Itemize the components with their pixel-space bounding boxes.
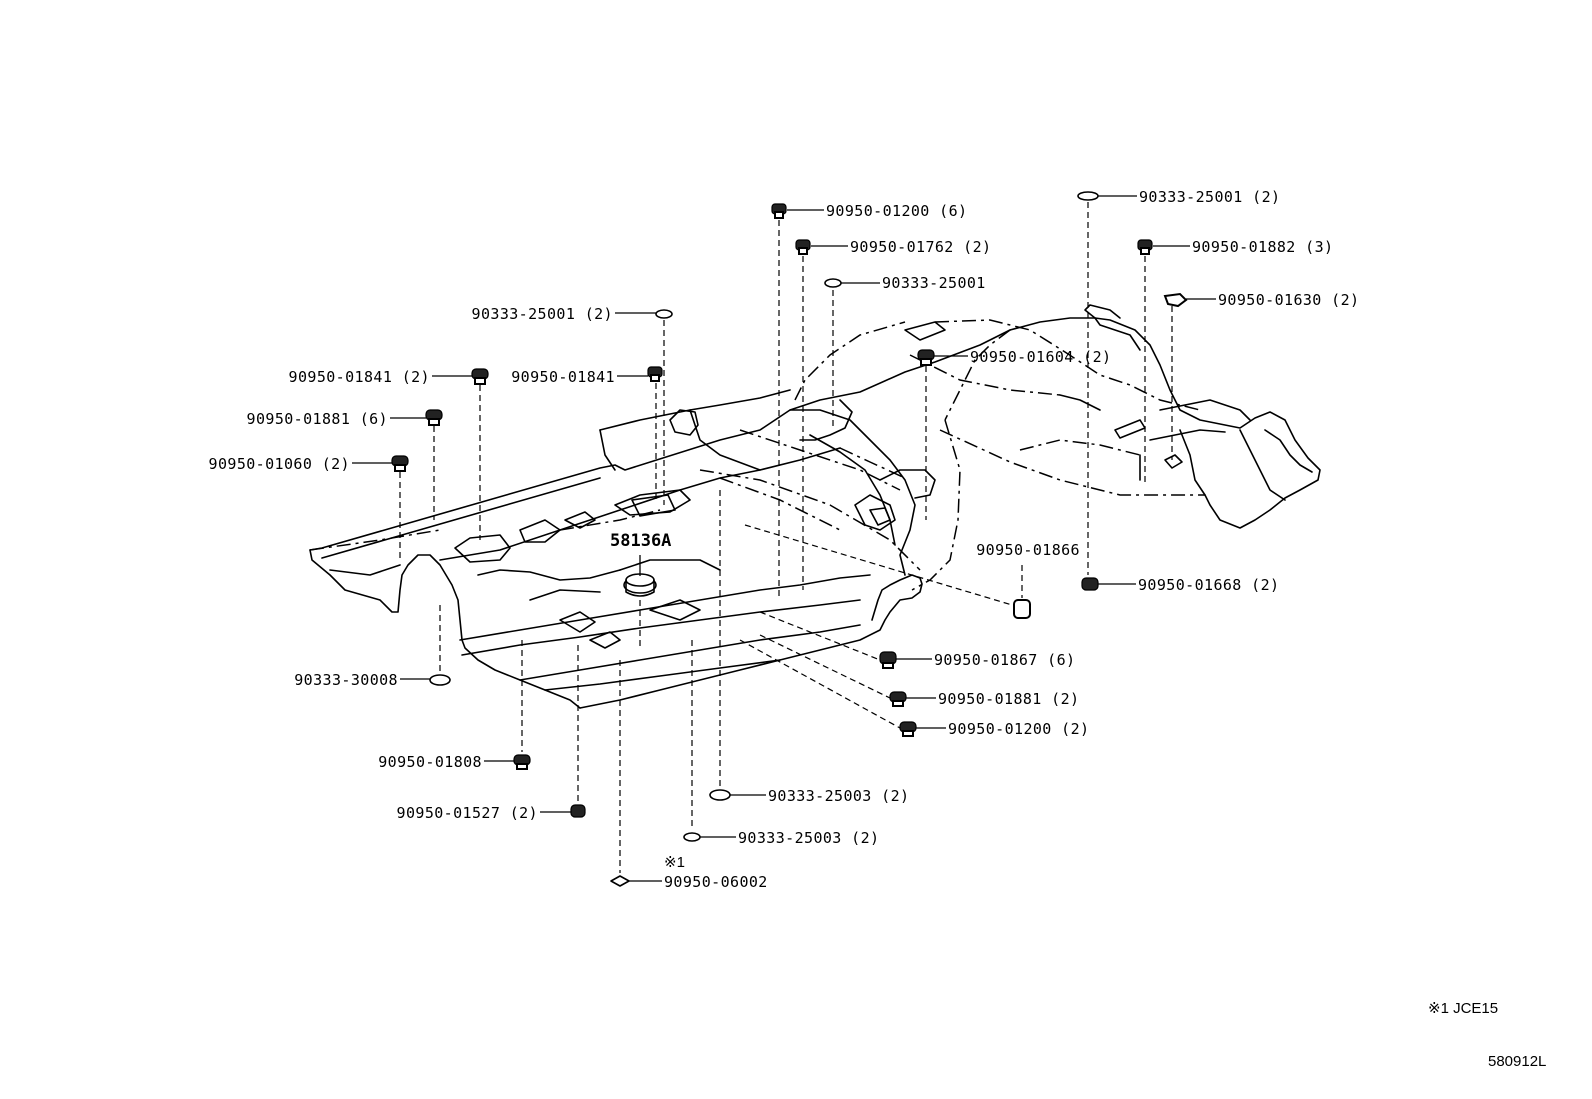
plug-icon — [655, 309, 673, 319]
part-label[interactable]: 90333-25003 (2) — [738, 829, 879, 847]
fasteners — [391, 191, 1188, 887]
clip-icon — [1137, 239, 1153, 255]
plug-icon — [610, 875, 630, 887]
clip-icon — [391, 455, 409, 472]
plug-icon — [429, 674, 451, 686]
clip-icon — [570, 804, 586, 818]
part-label[interactable]: 90950-01630 (2) — [1218, 291, 1359, 309]
footnote: ※1 JCE15 — [1428, 1000, 1498, 1017]
leader-lines — [352, 195, 1216, 882]
part-label[interactable]: 90950-01060 (2) — [209, 455, 350, 473]
floor-pan-outline — [309, 304, 1321, 709]
part-label[interactable]: 90950-01881 (6) — [247, 410, 388, 428]
part-label[interactable]: 90333-25001 — [882, 274, 986, 292]
drop-lines — [399, 202, 1173, 873]
plug-icon — [683, 832, 701, 842]
clip-icon — [879, 651, 897, 669]
clip-icon — [889, 691, 907, 707]
clip-icon — [471, 368, 489, 385]
part-label[interactable]: 90333-25001 (2) — [472, 305, 613, 323]
plug-icon — [709, 789, 731, 801]
figure-id: 580912L — [1488, 1053, 1546, 1070]
clip-icon — [425, 409, 443, 426]
clip-icon — [899, 721, 917, 737]
clip-icon — [1013, 599, 1031, 619]
clip-icon — [513, 754, 531, 770]
clip-icon — [647, 366, 663, 382]
plug-icon — [824, 278, 842, 288]
part-label[interactable]: 90950-01841 (2) — [289, 368, 430, 386]
plug-icon — [1077, 191, 1099, 201]
clip-icon — [1163, 292, 1188, 308]
part-label[interactable]: 90950-01200 (2) — [948, 720, 1089, 738]
part-label[interactable]: 90950-01841 — [511, 368, 615, 386]
part-label[interactable]: 90333-30008 — [294, 671, 398, 689]
clip-icon — [1081, 577, 1099, 591]
clip-icon — [795, 239, 811, 255]
part-label[interactable]: 90950-06002 — [664, 873, 768, 891]
part-label[interactable]: 90950-01668 (2) — [1138, 576, 1279, 594]
part-label[interactable]: 90333-25001 (2) — [1139, 188, 1280, 206]
part-label[interactable]: 90950-01882 (3) — [1192, 238, 1333, 256]
clip-icon — [771, 203, 787, 219]
part-label[interactable]: 90950-01866 — [976, 541, 1080, 559]
part-label[interactable]: 90950-01867 (6) — [934, 651, 1075, 669]
clip-icon — [917, 349, 935, 366]
part-label[interactable]: 90950-01881 (2) — [938, 690, 1079, 708]
part-label[interactable]: 90333-25003 (2) — [768, 787, 909, 805]
note-marker: ※1 — [664, 854, 685, 871]
part-label[interactable]: 90950-01200 (6) — [826, 202, 967, 220]
part-label[interactable]: 90950-01527 (2) — [397, 804, 538, 822]
plug-icon — [623, 573, 657, 597]
part-label[interactable]: 90950-01604 (2) — [970, 348, 1111, 366]
part-label[interactable]: 90950-01808 — [378, 753, 482, 771]
part-label[interactable]: 90950-01762 (2) — [850, 238, 991, 256]
main-part-label[interactable]: 58136A — [610, 531, 671, 551]
part-labels: 90950-01200 (6) 90950-01762 (2) 90333-25… — [209, 188, 1547, 1070]
